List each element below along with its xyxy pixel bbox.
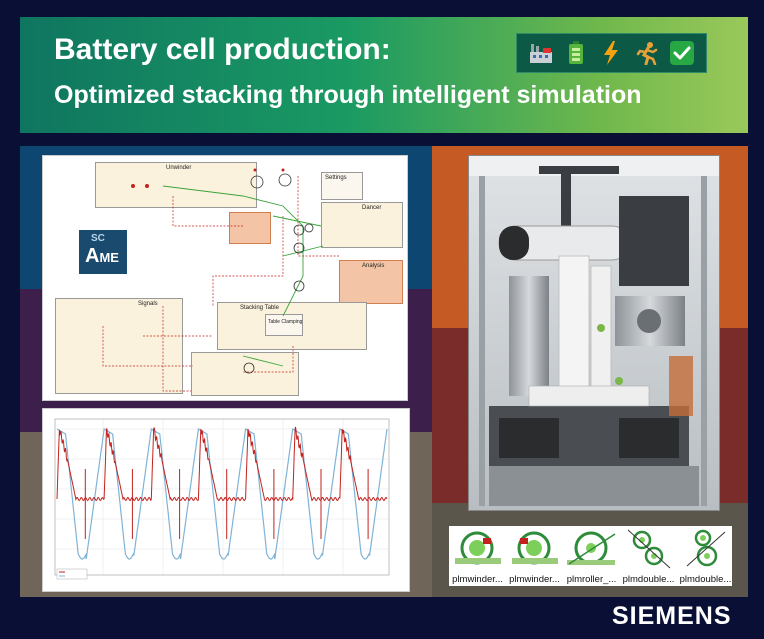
analysis-block: Analysis bbox=[339, 260, 403, 304]
component-label: plmdouble... bbox=[679, 574, 732, 585]
component-label: plmroller_... bbox=[566, 574, 617, 585]
signals-block: Signals bbox=[55, 298, 183, 394]
roller-icon bbox=[567, 531, 616, 565]
simulation-schematic: Unwinder Settings Dancer Analysis Signal… bbox=[42, 155, 408, 401]
winder-icon bbox=[512, 531, 558, 565]
double-roller-icon bbox=[686, 529, 726, 567]
double-roller-icon bbox=[627, 529, 671, 569]
component-thumb[interactable]: plmdouble... bbox=[620, 526, 677, 586]
analysis-label: Analysis bbox=[362, 263, 385, 269]
stacking-table-block: Stacking Table bbox=[217, 302, 367, 350]
signal-series-red bbox=[56, 426, 388, 539]
page-title: Battery cell production: bbox=[54, 33, 391, 66]
siemens-logo: SIEMENS bbox=[612, 602, 732, 630]
factory-icon bbox=[528, 40, 554, 66]
signal-plot bbox=[42, 408, 410, 592]
unwinder-block: Unwinder bbox=[95, 162, 257, 208]
logo-ame: AME bbox=[85, 245, 119, 268]
schematic-wiring bbox=[102, 168, 339, 392]
orange-block-top bbox=[229, 212, 271, 244]
settings-block: Settings bbox=[321, 172, 363, 200]
logo-a: A bbox=[85, 245, 100, 267]
settings-label: Settings bbox=[325, 175, 347, 181]
amesim-logo: SC AME bbox=[79, 230, 127, 274]
component-thumb[interactable]: plmdouble... bbox=[677, 526, 734, 586]
runner-icon bbox=[634, 40, 660, 66]
bottom-block bbox=[191, 352, 299, 396]
page-subtitle: Optimized stacking through intelligent s… bbox=[54, 81, 642, 109]
signal-series-blue bbox=[56, 427, 388, 560]
component-label: plmwinder... bbox=[452, 574, 503, 585]
plot-legend bbox=[56, 568, 88, 580]
dancer-block: Dancer bbox=[321, 202, 403, 248]
table-clamping-label: Table Clamping bbox=[268, 319, 303, 325]
machine-photo bbox=[468, 155, 720, 511]
checkmark-icon bbox=[669, 40, 695, 66]
dancer-label: Dancer bbox=[362, 205, 382, 211]
component-thumb[interactable]: plmroller_... bbox=[563, 526, 620, 586]
logo-me: ME bbox=[99, 250, 119, 265]
unwinder-label: Unwinder bbox=[166, 165, 192, 171]
lightning-icon bbox=[598, 40, 624, 66]
logo-sc: SC bbox=[91, 233, 105, 244]
machine-illustration bbox=[469, 156, 719, 510]
component-label: plmdouble... bbox=[622, 574, 675, 585]
component-thumb[interactable]: plmwinder... bbox=[449, 526, 506, 586]
component-library: plmwinder... plmwinder... plmroller_... … bbox=[449, 526, 732, 586]
signals-label: Signals bbox=[138, 301, 158, 307]
signal-plot-svg bbox=[43, 409, 409, 591]
component-thumb[interactable]: plmwinder... bbox=[506, 526, 563, 586]
icon-strip bbox=[516, 33, 707, 73]
header-banner: Battery cell production: Optimized stack… bbox=[20, 17, 748, 133]
component-label: plmwinder... bbox=[509, 574, 560, 585]
winder-icon bbox=[455, 531, 501, 565]
battery-icon bbox=[563, 40, 589, 66]
stacking-table-label: Stacking Table bbox=[240, 305, 279, 311]
